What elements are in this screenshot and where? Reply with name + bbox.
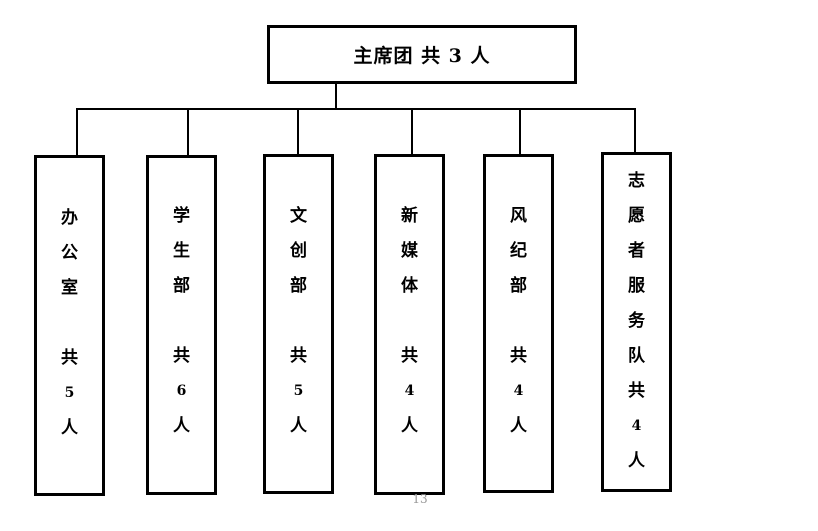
department-box-discipline: 风 纪 部 共 4 人 — [483, 154, 554, 493]
department-label-char: 媒 — [401, 241, 418, 261]
department-label-char: 纪 — [510, 241, 527, 261]
department-label-char: 队 — [628, 346, 645, 366]
department-label-char: 公 — [61, 243, 78, 263]
department-label-char: 部 — [510, 276, 527, 296]
department-count-number: 4 — [513, 383, 524, 399]
department-label-char: 新 — [401, 206, 418, 226]
department-label-char: 部 — [290, 276, 307, 296]
department-label-char: 者 — [628, 241, 645, 261]
department-label-char: 室 — [61, 278, 78, 298]
department-count-char: 共 — [61, 348, 78, 368]
connector-root-vertical — [335, 84, 337, 109]
department-box-office: 办 公 室 共 5 人 — [34, 155, 105, 496]
root-node-title: 主席团 共 3 人 — [353, 45, 491, 67]
department-count-char: 共 — [290, 346, 307, 366]
department-box-volunteer: 志 愿 者 服 务 队 共 4 人 — [601, 152, 672, 492]
department-count-number: 5 — [64, 385, 75, 401]
department-box-creative: 文 创 部 共 5 人 — [263, 154, 334, 494]
department-count-char: 共 — [401, 346, 418, 366]
department-label-char: 生 — [173, 241, 190, 261]
connector-horizontal-bus — [76, 108, 636, 110]
department-label-char: 务 — [628, 311, 645, 331]
department-count-unit: 人 — [510, 416, 527, 436]
department-label-char: 志 — [628, 171, 645, 191]
department-label-char: 部 — [173, 276, 190, 296]
department-count-number: 5 — [293, 383, 304, 399]
department-count-unit: 人 — [401, 416, 418, 436]
department-label-char: 创 — [290, 241, 307, 261]
department-count-char: 共 — [628, 381, 645, 401]
department-count-number: 6 — [176, 383, 187, 399]
department-count-unit: 人 — [628, 451, 645, 471]
connector-drop-3 — [297, 108, 299, 155]
page-number: 13 — [412, 492, 428, 506]
department-count-number: 4 — [404, 383, 415, 399]
connector-drop-2 — [187, 108, 189, 157]
connector-drop-1 — [76, 108, 78, 157]
department-label-char: 体 — [401, 276, 418, 296]
department-label-char: 学 — [173, 206, 190, 226]
department-count-char: 共 — [510, 346, 527, 366]
department-label-char: 办 — [61, 208, 78, 228]
department-count-unit: 人 — [61, 418, 78, 438]
connector-drop-5 — [519, 108, 521, 155]
root-node-box: 主席团 共 3 人 — [267, 25, 577, 84]
department-label-char: 文 — [290, 206, 307, 226]
department-count-unit: 人 — [290, 416, 307, 436]
department-box-new-media: 新 媒 体 共 4 人 — [374, 154, 445, 495]
department-label-char: 风 — [510, 206, 527, 226]
department-count-char: 共 — [173, 346, 190, 366]
department-count-unit: 人 — [173, 416, 190, 436]
connector-drop-6 — [634, 108, 636, 153]
department-box-student: 学 生 部 共 6 人 — [146, 155, 217, 495]
department-label-char: 服 — [628, 276, 645, 296]
department-count-number: 4 — [631, 418, 642, 434]
department-label-char: 愿 — [628, 206, 645, 226]
connector-drop-4 — [411, 108, 413, 156]
